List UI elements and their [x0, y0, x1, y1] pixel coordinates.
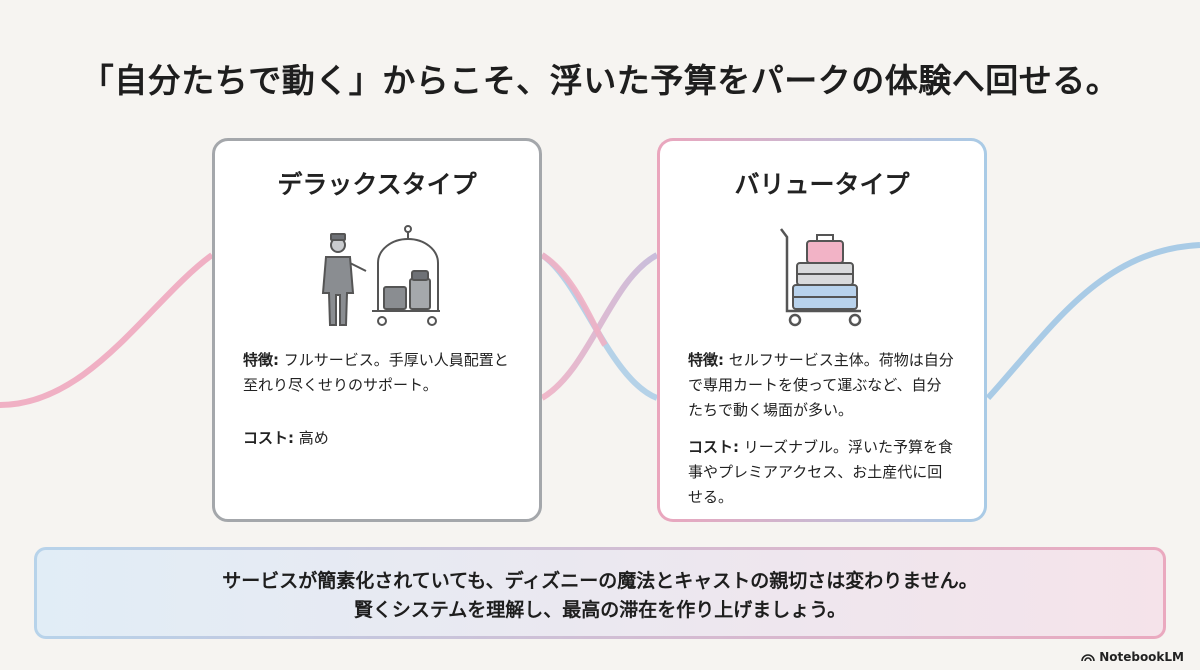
bellhop-with-luggage-cart-icon	[321, 225, 440, 326]
deluxe-cost-text: 高め	[294, 429, 329, 447]
notebooklm-logo-icon	[1081, 654, 1095, 662]
deluxe-feature: 特徴: フルサービス。手厚い人員配置と至れり尽くせりのサポート。	[243, 348, 511, 398]
brand-label: NotebookLM	[1099, 650, 1184, 664]
deluxe-feature-label: 特徴:	[243, 351, 279, 369]
value-cost-text: リーズナブル。浮いた予算を食事やプレミアアクセス、お土産代に回せる。	[688, 438, 954, 506]
value-cost: コスト: リーズナブル。浮いた予算を食事やプレミアアクセス、お土産代に回せる。	[688, 435, 956, 510]
value-type-card: バリュータイプ 特徴: セルフサービス主体。荷物は自分で専用カートを使って運ぶな…	[657, 138, 987, 522]
deluxe-feature-text: フルサービス。手厚い人員配置と至れり尽くせりのサポート。	[243, 351, 509, 394]
value-feature-label: 特徴:	[688, 351, 724, 369]
banner-line-1: サービスが簡素化されていても、ディズニーの魔法とキャストの親切さは変わりません。	[222, 570, 978, 592]
self-service-luggage-cart-icon	[780, 228, 862, 327]
value-feature: 特徴: セルフサービス主体。荷物は自分で専用カートを使って運ぶなど、自分たちで動…	[688, 348, 956, 423]
value-cost-label: コスト:	[688, 438, 739, 456]
page-title: 「自分たちで動く」からこそ、浮いた予算をパークの体験へ回せる。	[80, 61, 1120, 100]
value-feature-text: セルフサービス主体。荷物は自分で専用カートを使って運ぶなど、自分たちで動く場面が…	[688, 351, 954, 419]
deluxe-type-card: デラックスタイプ 特徴: フルサービス。手厚い人員配置と至れり尽くせりのサポート…	[212, 138, 542, 522]
banner-line-2: 賢くシステムを理解し、最高の滞在を作り上げましょう。	[353, 599, 847, 621]
deluxe-cost: コスト: 高め	[243, 426, 511, 451]
brand-watermark: NotebookLM	[1081, 650, 1184, 664]
deluxe-cost-label: コスト:	[243, 429, 294, 447]
deluxe-card-title: デラックスタイプ	[277, 170, 477, 199]
summary-banner: サービスが簡素化されていても、ディズニーの魔法とキャストの親切さは変わりません。…	[34, 547, 1166, 639]
value-card-title: バリュータイプ	[734, 170, 910, 199]
